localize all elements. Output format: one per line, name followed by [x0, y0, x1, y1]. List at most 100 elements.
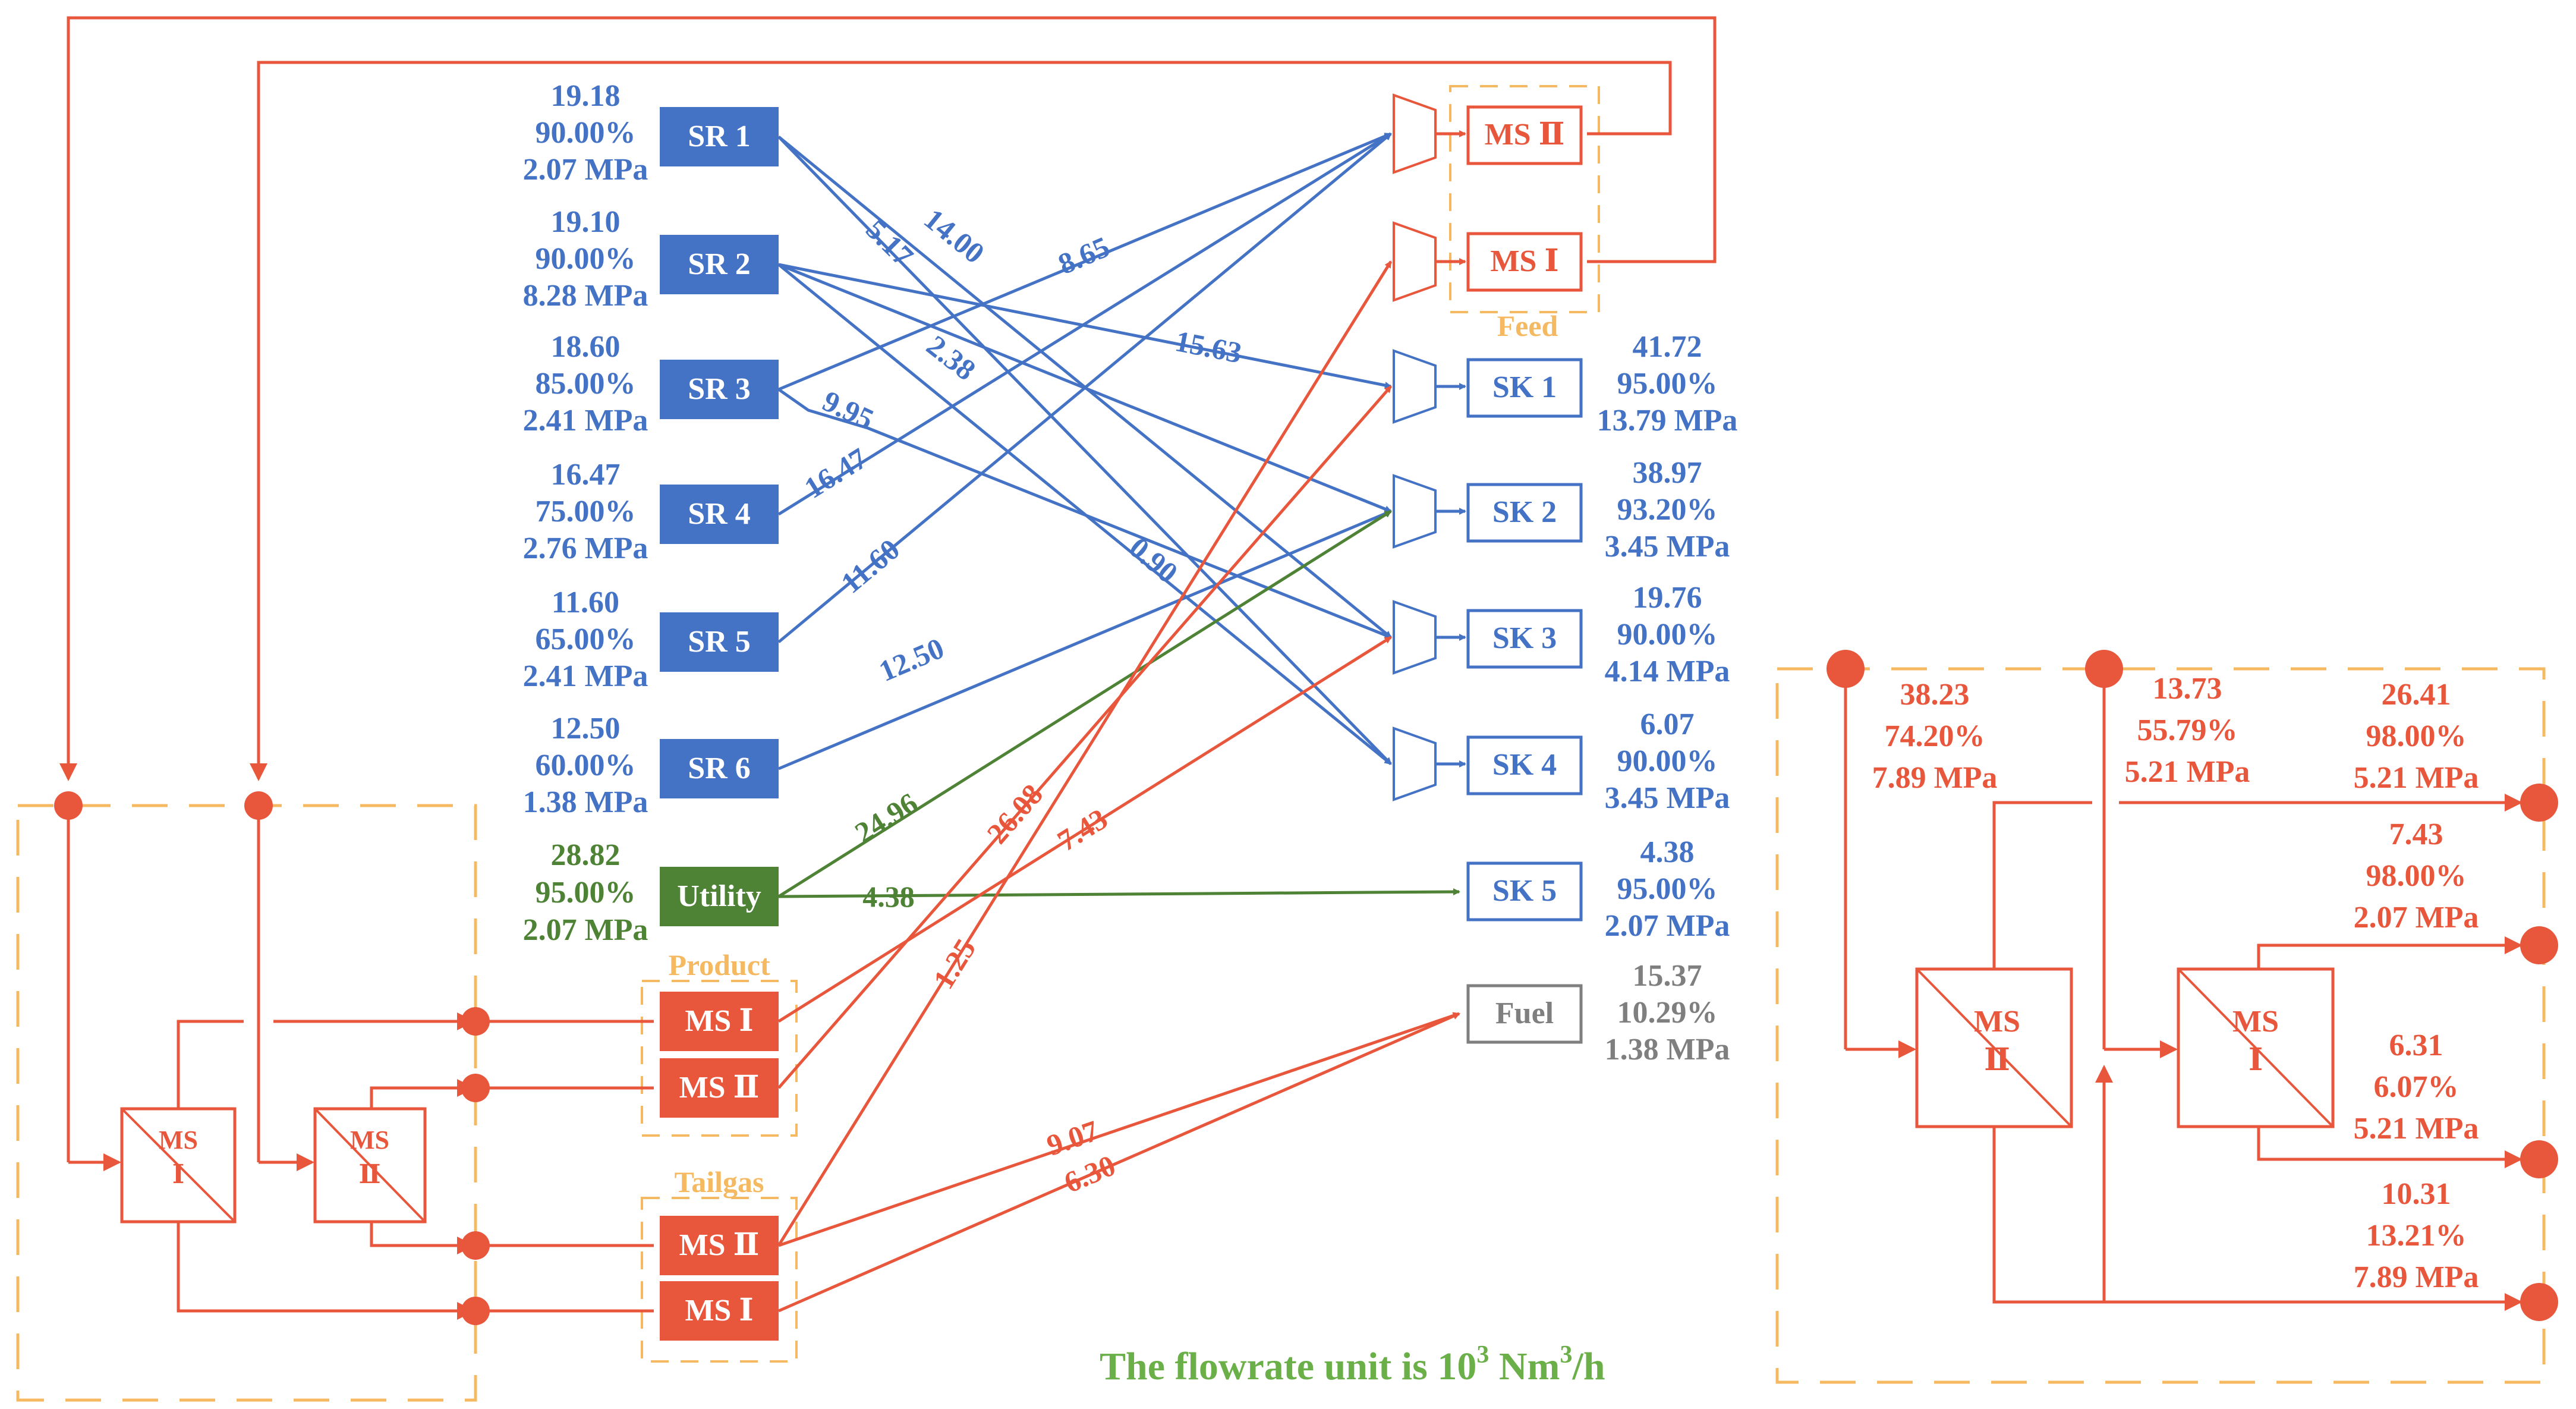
ms-unit-label: Ⅰ	[2249, 1043, 2263, 1077]
source-sr4: SR 4 16.47 75.00% 2.76 MPa	[523, 458, 779, 565]
in-ms1-purity: 55.79%	[2137, 713, 2238, 747]
out-1-flow: 26.41	[2382, 678, 2451, 712]
sink-sk2: SK 2 38.97 93.20% 3.45 MPa	[1466, 456, 1730, 564]
flow-utility-sk2	[777, 509, 1392, 898]
out-2-pressure: 2.07 MPa	[2354, 901, 2479, 935]
source-pressure: 1.38 MPa	[523, 785, 648, 819]
sink-fuel: Fuel 15.37 10.29% 1.38 MPa	[1466, 959, 1730, 1067]
tailgas-group: Tailgas MS Ⅱ MS Ⅰ	[660, 1165, 779, 1341]
out-2-flow: 7.43	[2389, 817, 2443, 851]
ms-unit-right-2: MS Ⅱ	[1915, 967, 2073, 1128]
flow-sr4-ms2	[777, 132, 1392, 516]
out-2-purity: 98.00%	[2366, 859, 2467, 893]
source-label: SR 4	[688, 497, 750, 531]
flow-label: 0.90	[1123, 530, 1184, 589]
source-purity: 90.00%	[536, 242, 636, 276]
junction-dot	[1826, 650, 1865, 688]
source-pressure: 2.41 MPa	[523, 659, 648, 693]
flow-tailgas-ms2-fuel	[778, 1012, 1460, 1247]
flowrate-unit-note: The flowrate unit is 103 Nm3/h	[1100, 1341, 1605, 1388]
out-3-purity: 6.07%	[2374, 1070, 2459, 1104]
flow-product-ms2-sk1	[777, 385, 1392, 1089]
source-pressure: 2.76 MPa	[523, 531, 648, 565]
right-ms-detail-nodes	[1826, 650, 2558, 1321]
sink-sk5: SK 5 4.38 95.00% 2.07 MPa	[1466, 835, 1730, 943]
flow-sr5-ms2	[777, 133, 1392, 643]
in-ms2-purity: 74.20%	[1885, 719, 1985, 753]
sink-sk1: SK 1 41.72 95.00% 13.79 MPa	[1466, 330, 1737, 438]
sink-label: SK 5	[1492, 874, 1557, 908]
compressors	[1393, 93, 1437, 801]
fuel-label: Fuel	[1495, 996, 1554, 1030]
flow-labels: 14.00 5.17 8.65 15.63 2.38 9.95 16.47 0.…	[798, 202, 1244, 1200]
junction-dot	[461, 1231, 490, 1260]
source-utility: Utility 28.82 95.00% 2.07 MPa	[523, 838, 779, 947]
recycle-line-ms2	[250, 61, 1672, 781]
product-group-title: Product	[668, 948, 770, 982]
feed-ms1-label: MS Ⅰ	[1490, 244, 1558, 278]
sink-pressure: 4.14 MPa	[1605, 655, 1730, 688]
compressor-icon	[1393, 349, 1437, 424]
sink-label: SK 4	[1492, 748, 1557, 782]
compressor-icon	[1393, 600, 1437, 675]
flow-label: 15.63	[1173, 324, 1245, 369]
ms-unit-left-2: MS Ⅱ	[313, 1107, 427, 1224]
flow-label: 4.38	[862, 880, 915, 913]
left-ms-system-nodes	[54, 791, 490, 1325]
source-purity: 75.00%	[536, 495, 636, 529]
sink-flow: 4.38	[1640, 835, 1695, 869]
source-label: SR 5	[688, 625, 750, 659]
out-4-pressure: 7.89 MPa	[2354, 1260, 2479, 1294]
flow-tailgas-ms1-fuel	[777, 1012, 1460, 1313]
source-flow: 18.60	[551, 330, 621, 364]
in-ms1-pressure: 5.21 MPa	[2125, 755, 2250, 789]
right-ms-detail-lines	[1844, 669, 2523, 1311]
in-ms1-flow: 13.73	[2153, 672, 2222, 706]
junction-dot	[244, 791, 273, 820]
flow-label: 5.17	[859, 212, 919, 272]
sinks: SK 1 41.72 95.00% 13.79 MPa SK 2 38.97 9…	[1466, 330, 1737, 1067]
out-3-pressure: 5.21 MPa	[2354, 1112, 2479, 1146]
out-1-pressure: 5.21 MPa	[2354, 761, 2479, 795]
sink-purity: 93.20%	[1617, 493, 1718, 527]
compressor-icon	[1393, 221, 1437, 302]
outlet-dot	[2520, 1283, 2558, 1321]
source-label: SR 1	[688, 119, 750, 153]
tailgas-ms1-label: MS Ⅰ	[685, 1294, 753, 1328]
tailgas-group-box	[641, 1197, 798, 1363]
ms-unit-label: Ⅱ	[1984, 1043, 2010, 1077]
sink-sk3: SK 3 19.76 90.00% 4.14 MPa	[1466, 581, 1730, 688]
out-1-purity: 98.00%	[2366, 719, 2467, 753]
sink-pressure: 3.45 MPa	[1605, 530, 1730, 564]
ms-unit-right-1: MS Ⅰ	[2177, 967, 2335, 1128]
feed-ms2-label: MS Ⅱ	[1485, 118, 1565, 152]
utility-pressure: 2.07 MPa	[523, 913, 648, 947]
utility-label: Utility	[677, 879, 761, 913]
compressor-icon	[1393, 93, 1437, 174]
outlet-dot	[2520, 1140, 2558, 1178]
source-flow: 19.18	[551, 79, 621, 113]
utility-purity: 95.00%	[536, 876, 636, 910]
out-4-flow: 10.31	[2382, 1177, 2451, 1211]
source-flow: 16.47	[551, 458, 621, 492]
source-purity: 85.00%	[536, 367, 636, 401]
sink-purity: 90.00%	[1617, 744, 1718, 778]
source-purity: 65.00%	[536, 622, 636, 656]
sink-label: SK 3	[1492, 621, 1557, 655]
flow-label: 24.96	[849, 786, 923, 850]
source-sr6: SR 6 12.50 60.00% 1.38 MPa	[523, 712, 779, 819]
compressor-icon	[1393, 474, 1437, 549]
product-group: Product MS Ⅰ MS Ⅱ	[660, 948, 779, 1118]
sink-pressure: 2.07 MPa	[1605, 909, 1730, 943]
flow-label: 7.43	[1051, 802, 1113, 858]
feed-group: MS Ⅱ MS Ⅰ Feed	[1466, 105, 1583, 342]
feed-group-box	[1449, 85, 1600, 313]
junction-dot	[461, 1297, 490, 1325]
source-sr5: SR 5 11.60 65.00% 2.41 MPa	[523, 586, 779, 693]
fuel-pressure: 1.38 MPa	[1605, 1033, 1730, 1067]
in-ms2-pressure: 7.89 MPa	[1872, 761, 1998, 795]
source-pressure: 8.28 MPa	[523, 279, 648, 313]
flow-sr1-sk4	[777, 136, 1392, 765]
source-purity: 90.00%	[536, 116, 636, 150]
ms-unit-label: MS	[2232, 1005, 2279, 1039]
